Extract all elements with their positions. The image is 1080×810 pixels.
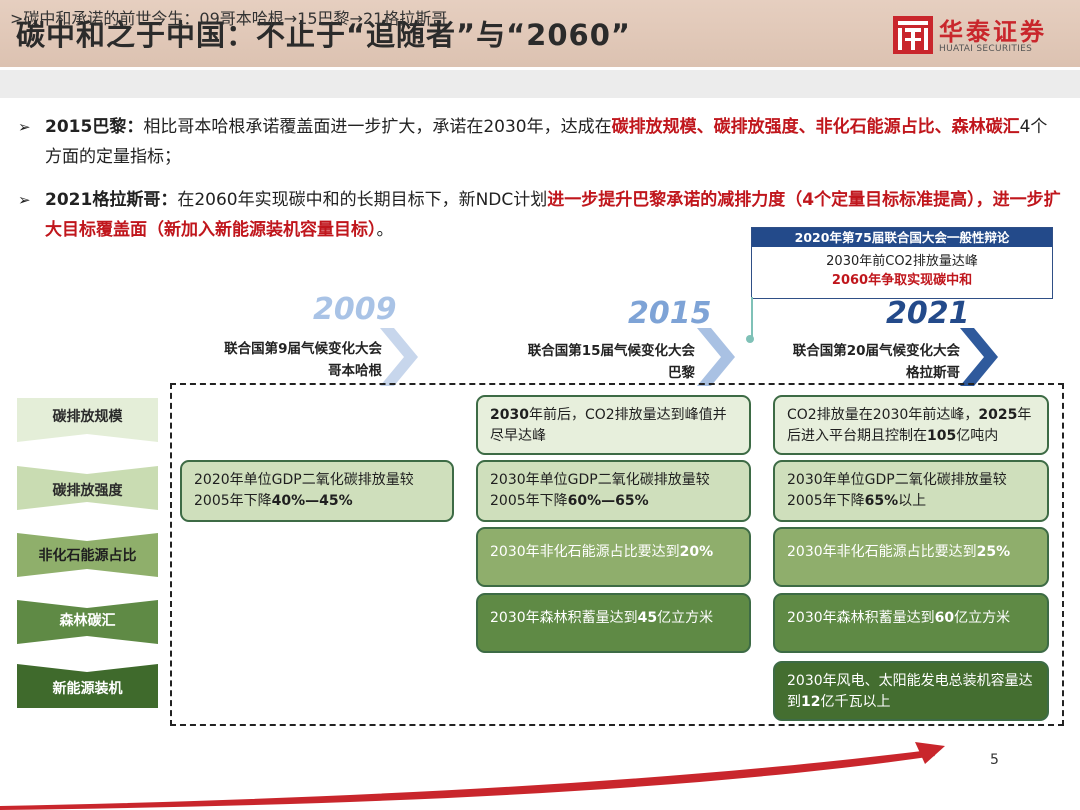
bullet-highlight: 进一步提升巴黎承诺的减排力度（4个定量目标标准提高），进一步扩大目标覆盖面（新加… [45, 190, 1061, 240]
conference-2009: 联合国第9届气候变化大会 哥本哈根 [150, 338, 382, 382]
card-2021-forest: 2030年森林积蓄量达到60亿立方米 [773, 593, 1049, 653]
conference-2021: 联合国第20届气候变化大会 格拉斯哥 [730, 340, 960, 384]
category-label: 非化石能源占比 [38, 548, 137, 564]
card-2015-intensity: 2030年单位GDP二氧化碳排放量较2005年下降60%—65% [476, 460, 751, 522]
conference-name: 联合国第15届气候变化大会 [527, 343, 695, 359]
bullet-lead: 2015巴黎： [45, 117, 144, 137]
card-2021-new-energy: 2030年风电、太阳能发电总装机容量达到12亿千瓦以上 [773, 661, 1049, 721]
conference-2015: 联合国第15届气候变化大会 巴黎 [470, 340, 695, 384]
conference-place: 哥本哈根 [328, 363, 382, 379]
card-2015-forest: 2030年森林积蓄量达到45亿立方米 [476, 593, 751, 653]
bullet-highlight: 碳排放规模、碳排放强度、非化石能源占比、森林碳汇 [611, 117, 1020, 137]
conference-place: 巴黎 [668, 365, 695, 381]
conference-name: 联合国第9届气候变化大会 [224, 341, 382, 357]
conference-place: 格拉斯哥 [906, 365, 960, 381]
year-2015: 2015 [628, 296, 712, 331]
card-2021-intensity: 2030年单位GDP二氧化碳排放量较2005年下降65%以上 [773, 460, 1049, 522]
chevron-2015-icon [697, 328, 735, 386]
subtitle-bar [0, 70, 1080, 98]
category-carbon-intensity: 碳排放强度 [17, 466, 158, 512]
category-new-energy: 新能源装机 [17, 664, 158, 710]
card-2015-nonfossil: 2030年非化石能源占比要达到20% [476, 527, 751, 587]
connector-dot [746, 335, 754, 343]
unga-line-2: 2060年争取实现碳中和 [831, 273, 973, 288]
bullet-arrow-icon: ➢ [18, 191, 31, 209]
category-label: 新能源装机 [52, 681, 123, 697]
connector-line [751, 297, 753, 339]
category-label: 碳排放规模 [52, 409, 123, 425]
category-label: 森林碳汇 [59, 613, 116, 629]
year-2009: 2009 [313, 292, 397, 327]
targets-frame [170, 383, 1064, 726]
logo-text-en: HUATAI SECURITIES [939, 44, 1033, 54]
unga-title: 2020年第75届联合国大会一般性辩论 [752, 228, 1052, 247]
category-carbon-scale: 碳排放规模 [17, 398, 158, 444]
slide-title: 碳中和之于中国：不止于“追随者”与“2060” [16, 18, 631, 52]
bullet-glasgow: ➢ 2021格拉斯哥：在2060年实现碳中和的长期目标下，新NDC计划进一步提升… [18, 185, 1063, 245]
logo-text-cn: 华泰证券 [939, 18, 1047, 46]
unga-2020-box: 2020年第75届联合国大会一般性辩论 2030年前CO2排放量达峰 2060年… [751, 227, 1053, 299]
conference-name: 联合国第20届气候变化大会 [792, 343, 960, 359]
page-number: 5 [990, 752, 999, 768]
bullet-arrow-icon: ➢ [18, 118, 31, 136]
unga-line-1: 2030年前CO2排放量达峰 [826, 254, 978, 269]
card-2021-nonfossil: 2030年非化石能源占比要达到25% [773, 527, 1049, 587]
bullet-text-end: 。 [376, 220, 394, 240]
bullet-paris: ➢ 2015巴黎：相比哥本哈根承诺覆盖面进一步扩大，承诺在2030年，达成在碳排… [18, 112, 1063, 172]
bullet-text-end: 4个方面的定量指标； [45, 117, 1048, 167]
category-forest-sink: 森林碳汇 [17, 600, 158, 646]
category-label: 碳排放强度 [52, 483, 123, 499]
bullet-lead: 2021格拉斯哥： [45, 190, 178, 210]
subtitle-text: >碳中和承诺的前世今生：09哥本哈根→15巴黎→21格拉斯哥 [10, 9, 448, 28]
chevron-2021-icon [960, 328, 998, 386]
year-2021: 2021 [886, 296, 970, 331]
company-logo: 华泰证券 HUATAI SECURITIES [893, 14, 1063, 58]
footer-swoosh-icon [0, 742, 945, 810]
card-2009-intensity: 2020年单位GDP二氧化碳排放量较2005年下降40%—45% [180, 460, 454, 522]
chevron-2009-icon [380, 328, 418, 386]
card-2015-scale: 2030年前后，CO2排放量达到峰值并尽早达峰 [476, 395, 751, 455]
category-nonfossil-share: 非化石能源占比 [17, 533, 158, 579]
bullet-text: 相比哥本哈根承诺覆盖面进一步扩大，承诺在2030年，达成在 [143, 117, 612, 137]
bullet-text: 在2060年实现碳中和的长期目标下，新NDC计划 [177, 190, 548, 210]
card-2021-scale: CO2排放量在2030年前达峰，2025年后进入平台期且控制在105亿吨内 [773, 395, 1049, 455]
huatai-logo-icon [893, 16, 933, 54]
